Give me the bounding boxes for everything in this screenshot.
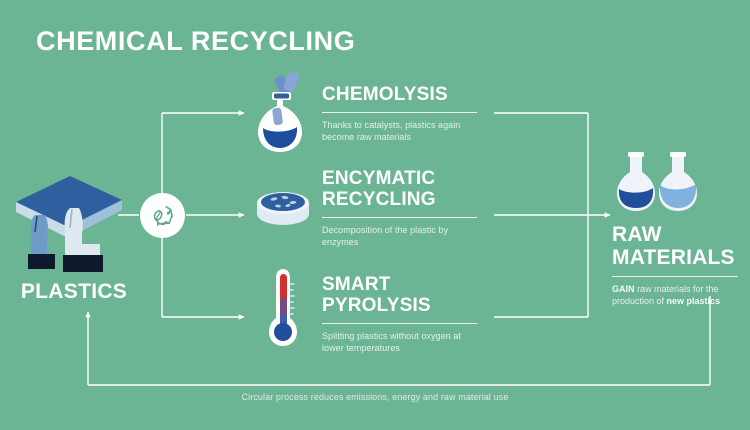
pyrolysis-divider [322,323,477,324]
chemolysis-body: CHEMOLYSIS Thanks to catalysts, plastics… [322,84,484,143]
footer-caption: Circular process reduces emissions, ener… [241,392,509,402]
process-chemolysis: CHEMOLYSIS Thanks to catalysts, plastics… [252,72,502,157]
enzymatic-divider [322,217,477,218]
raw-materials-divider [612,276,738,277]
process-enzymatic: ENCYMATIC RECYCLING Decomposition of the… [252,168,502,253]
enzymatic-description: Decomposition of the plastic by enzymes [322,225,449,247]
enzymatic-heading: ENCYMATIC RECYCLING [322,168,436,210]
chemolysis-divider [322,112,477,113]
recycle-leaf-icon [153,205,173,226]
raw-materials-middle: raw materials for the production of [612,284,719,306]
page-title: CHEMICAL RECYCLING [36,26,356,56]
vehicle-seats-illustration [16,176,122,272]
chemolysis-heading: CHEMOLYSIS [322,84,448,105]
pyrolysis-body: SMART PYROLYSIS Splitting plastics witho… [322,274,484,354]
pyrolysis-heading: SMART PYROLYSIS [322,274,431,316]
enzymatic-body: ENCYMATIC RECYCLING Decomposition of the… [322,168,484,248]
raw-materials-node: RAW MATERIALS GAIN raw materials for the… [612,152,750,307]
raw-materials-gain: GAIN [612,284,635,294]
flask-with-tablets-icon [258,72,302,152]
plastics-label: PLASTICS [20,280,128,303]
process-pyrolysis: SMART PYROLYSIS Splitting plastics witho… [252,266,502,356]
plastics-node: PLASTICS [8,170,138,310]
recycle-hub-badge [140,193,185,238]
chemolysis-description: Thanks to catalysts, plastics again beco… [322,120,461,142]
pyrolysis-description: Splitting plastics without oxygen at low… [322,331,461,353]
raw-materials-description: GAIN raw materials for the production of… [612,283,750,307]
two-flasks-icon [617,152,697,211]
raw-materials-heading: RAW MATERIALS [612,223,735,269]
petri-dish-icon [257,192,309,225]
raw-materials-new-plastics: new plastics [666,296,721,306]
thermometer-icon [269,269,297,346]
